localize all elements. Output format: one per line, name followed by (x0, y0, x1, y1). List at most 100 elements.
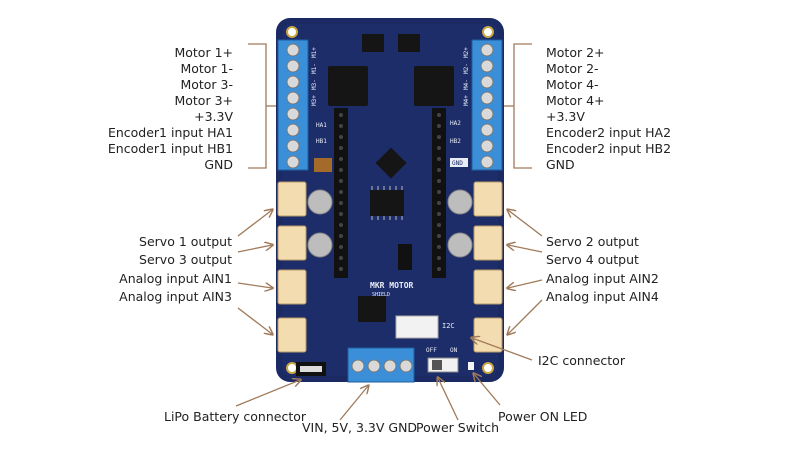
silk-m3n: M3- (311, 79, 318, 90)
mounting-holes (286, 26, 494, 374)
arrows-left (237, 210, 272, 334)
driver-chip-left (328, 66, 368, 106)
arrow-vin (339, 386, 368, 421)
capacitor (447, 189, 473, 215)
silk-board-name: MKR MOTOR (370, 281, 414, 290)
silk-m4n: M4- (463, 79, 470, 90)
label-3v3-right: +3.3V (546, 109, 585, 124)
label-motor1-minus: Motor 1- (180, 61, 233, 76)
capacitors (307, 158, 473, 258)
label-servo3: Servo 3 output (139, 252, 232, 267)
silk-ha1: HA1 (316, 122, 327, 129)
capacitor (447, 232, 473, 258)
bracket-left-terminals (248, 43, 267, 169)
arrow-switch (438, 378, 459, 421)
jst-connectors-left (277, 181, 307, 353)
label-ain3: Analog input AIN3 (119, 289, 232, 304)
silk-gnd: GND (452, 160, 463, 167)
arrow-i2c (472, 338, 533, 361)
header-right (432, 108, 446, 278)
right-terminal-block (471, 39, 503, 171)
label-power-switch: Power Switch (416, 420, 500, 435)
silk-i2c: I2C (442, 322, 455, 330)
arrow-led (474, 374, 501, 406)
label-servo2: Servo 2 output (546, 234, 639, 249)
regulator-chip (358, 296, 386, 322)
silk-gnd-box (450, 158, 468, 167)
label-power-led: Power ON LED (498, 409, 588, 424)
label-encoder2-hb2: Encoder2 input HB2 (546, 141, 672, 156)
power-led (468, 362, 474, 370)
label-motor3-minus: Motor 3- (180, 77, 233, 92)
small-chip-top-right (398, 34, 420, 52)
label-gnd-left: GND (204, 157, 233, 172)
label-motor4-minus: Motor 4- (546, 77, 599, 92)
label-ain2: Analog input AIN2 (546, 271, 659, 286)
arrow-ain3 (237, 307, 272, 334)
soic-chip (370, 190, 404, 216)
mounting-hole (286, 26, 298, 38)
silk-hb2: HB2 (450, 138, 461, 145)
label-motor4-plus: Motor 4+ (546, 93, 605, 108)
silk-m4p: M4+ (463, 95, 470, 106)
driver-chip-right (414, 66, 454, 106)
label-motor2-minus: Motor 2- (546, 61, 599, 76)
arrow-ain4 (508, 299, 543, 334)
small-chip-top-left (362, 34, 384, 52)
mounting-hole (482, 26, 494, 38)
silk-ha2: HA2 (450, 120, 461, 127)
power-switch-knob (432, 360, 442, 370)
small-header (398, 244, 412, 270)
capacitor (307, 189, 333, 215)
i2c-connector (395, 315, 439, 339)
mounting-hole (482, 362, 494, 374)
label-gnd-right: GND (546, 157, 575, 172)
arrow-ain1 (237, 282, 272, 288)
silk-m2n: M2- (463, 63, 470, 74)
mcu-chip (375, 147, 407, 179)
silk-hb1: HB1 (316, 138, 327, 145)
silk-motor-labels: M1+ M1- M3- M3+ M2+ M2- M4- M4+ HA1 HB1 … (311, 47, 470, 145)
silk-m1p: M1+ (311, 47, 318, 58)
tantalum-cap (314, 158, 332, 172)
label-i2c-connector: I2C connector (538, 353, 625, 368)
silk-board-sub: SHIELD (372, 292, 390, 298)
right-terminal-label-list: Motor 2+ Motor 2- Motor 4- Motor 4+ +3.3… (546, 45, 671, 173)
label-encoder2-ha2: Encoder2 input HA2 (546, 125, 672, 140)
left-terminal-block (277, 39, 309, 171)
bracket-right-terminals (513, 43, 532, 169)
silk-m1n: M1- (311, 63, 318, 74)
label-vin: VIN, 5V, 3.3V GND (302, 420, 418, 435)
label-motor2-plus: Motor 2+ (546, 45, 605, 60)
left-terminal-label-list: Motor 1+ Motor 1- Motor 3- Motor 3+ +3.3… (108, 45, 233, 173)
header-left (334, 108, 348, 278)
arrow-servo3 (237, 245, 272, 253)
chips (328, 34, 454, 322)
label-ain1: Analog input AIN1 (119, 271, 232, 286)
label-encoder1-hb1: Encoder1 input HB1 (107, 141, 233, 156)
label-motor1-plus: Motor 1+ (174, 45, 233, 60)
silk-on: ON (450, 347, 458, 354)
arrows-right (508, 210, 543, 334)
label-ain4: Analog input AIN4 (546, 289, 659, 304)
lipo-inner (300, 366, 322, 372)
arrows-bottom (235, 338, 533, 421)
label-3v3-left: +3.3V (194, 109, 233, 124)
label-lipo-connector: LiPo Battery connector (164, 409, 307, 424)
power-terminal-block (347, 347, 415, 383)
silk-m2p: M2+ (463, 47, 470, 58)
label-servo1: Servo 1 output (139, 234, 232, 249)
label-motor3-plus: Motor 3+ (174, 93, 233, 108)
arrow-lipo (235, 380, 300, 407)
label-encoder1-ha1: Encoder1 input HA1 (107, 125, 233, 140)
capacitor (307, 232, 333, 258)
arrow-servo4 (508, 245, 543, 253)
jst-connectors-right (473, 181, 503, 353)
arrow-ain2 (508, 279, 543, 288)
silk-off: OFF (426, 347, 437, 354)
mounting-hole (286, 362, 298, 374)
silk-m3p: M3+ (311, 95, 318, 106)
arrow-servo2 (508, 210, 543, 237)
chip-pins (371, 186, 403, 220)
